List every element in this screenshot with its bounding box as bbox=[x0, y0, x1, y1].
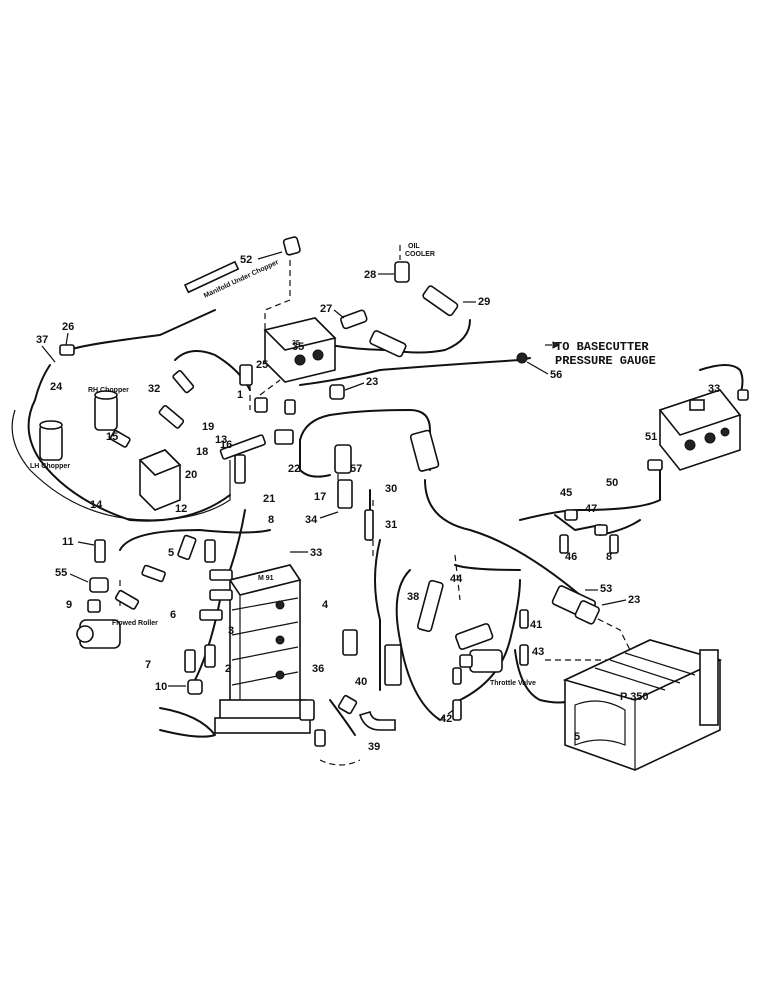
callout: 14 bbox=[90, 499, 103, 511]
callout: 4 bbox=[322, 599, 329, 611]
svg-text:5: 5 bbox=[574, 731, 580, 743]
callout: 27 bbox=[320, 303, 332, 315]
callout: 10 bbox=[155, 681, 167, 693]
callout: 45 bbox=[560, 487, 572, 499]
callout: 55 bbox=[55, 567, 67, 579]
callout: 42 bbox=[440, 713, 452, 725]
callout: 22 bbox=[288, 463, 300, 475]
callout: 28 bbox=[364, 269, 376, 281]
callout: 37 bbox=[36, 334, 48, 346]
throttle-valve-label: Throttle Valve bbox=[490, 680, 536, 687]
callout: 29 bbox=[478, 296, 490, 308]
flowed-roller-label: Flowed Roller bbox=[112, 620, 158, 627]
frame-outline bbox=[159, 707, 216, 738]
callout: 50 bbox=[606, 477, 618, 489]
callout: 26 bbox=[62, 321, 74, 333]
callout: 7 bbox=[145, 659, 151, 671]
callout: 33 bbox=[708, 383, 720, 395]
callout: 12 bbox=[175, 503, 187, 515]
rh-chopper-label: RH Chopper bbox=[88, 387, 129, 394]
fittings bbox=[59, 236, 749, 747]
callout: 6 bbox=[170, 609, 176, 621]
svg-text:35: 35 bbox=[292, 340, 300, 347]
p350-pump: P 350 5 bbox=[562, 639, 723, 771]
callout-numbers: 52 28 29 27 26 37 25 23 56 33 51 32 15 1… bbox=[36, 251, 720, 753]
callout: 20 bbox=[185, 469, 197, 481]
pump-label: P 350 bbox=[620, 691, 649, 703]
callout: 36 bbox=[312, 663, 324, 675]
callout: 3 bbox=[228, 625, 234, 637]
callout: 46 bbox=[565, 551, 577, 563]
throttle-valve: Throttle Valve bbox=[459, 649, 536, 687]
callout: 23 bbox=[366, 376, 378, 388]
callout: 17 bbox=[314, 491, 326, 503]
callout: 53 bbox=[600, 583, 612, 595]
callout: 24 bbox=[50, 381, 63, 393]
callout: 13 bbox=[215, 434, 227, 446]
basecutter-note-line2: PRESSURE GAUGE bbox=[555, 354, 656, 368]
callout: 1 bbox=[237, 389, 243, 401]
callout: 40 bbox=[355, 676, 367, 688]
callout: 47 bbox=[585, 503, 597, 515]
callout: 16 bbox=[220, 439, 232, 451]
callout: 34 bbox=[305, 514, 318, 526]
callout: 15 bbox=[106, 431, 118, 443]
callout: 51 bbox=[645, 431, 657, 443]
callout: 23 bbox=[628, 594, 640, 606]
callout: 41 bbox=[530, 619, 542, 631]
callout: 30 bbox=[385, 483, 397, 495]
callout: 25 bbox=[256, 359, 268, 371]
callout: 21 bbox=[263, 493, 275, 505]
callout: 19 bbox=[202, 421, 214, 433]
callout: 39 bbox=[368, 741, 380, 753]
callout: 35 bbox=[292, 341, 304, 353]
callout: 38 bbox=[407, 591, 419, 603]
callout: 31 bbox=[385, 519, 397, 531]
callout: 43 bbox=[532, 646, 544, 658]
basecutter-arrowhead bbox=[552, 341, 561, 349]
callout: 33 bbox=[310, 547, 322, 559]
callout: 8 bbox=[606, 551, 612, 563]
callout: 11 bbox=[62, 536, 74, 548]
callout: 44 bbox=[450, 573, 463, 585]
callout: 57 bbox=[350, 463, 362, 475]
callout: 8 bbox=[268, 514, 274, 526]
callout: 32 bbox=[148, 383, 160, 395]
callout: 56 bbox=[550, 369, 562, 381]
basecutter-note-line1: TO BASECUTTER bbox=[555, 340, 649, 354]
tandem-pump-block: M 91 bbox=[214, 564, 311, 734]
callout: 52 bbox=[240, 254, 252, 266]
callout: 5 bbox=[168, 547, 174, 559]
oil-cooler-line2: COOLER bbox=[405, 251, 435, 258]
callout: 18 bbox=[196, 446, 208, 458]
flowed-roller-motor: Flowed Roller bbox=[76, 619, 158, 649]
svg-text:M 91: M 91 bbox=[258, 575, 274, 582]
callout: 9 bbox=[66, 599, 72, 611]
oil-cooler-line1: OIL bbox=[408, 243, 420, 250]
callout: 2 bbox=[225, 663, 231, 675]
top-valve-block: 35 bbox=[263, 317, 337, 383]
lh-chopper-label: LH Chopper bbox=[30, 463, 70, 470]
right-valve-block bbox=[658, 389, 742, 471]
